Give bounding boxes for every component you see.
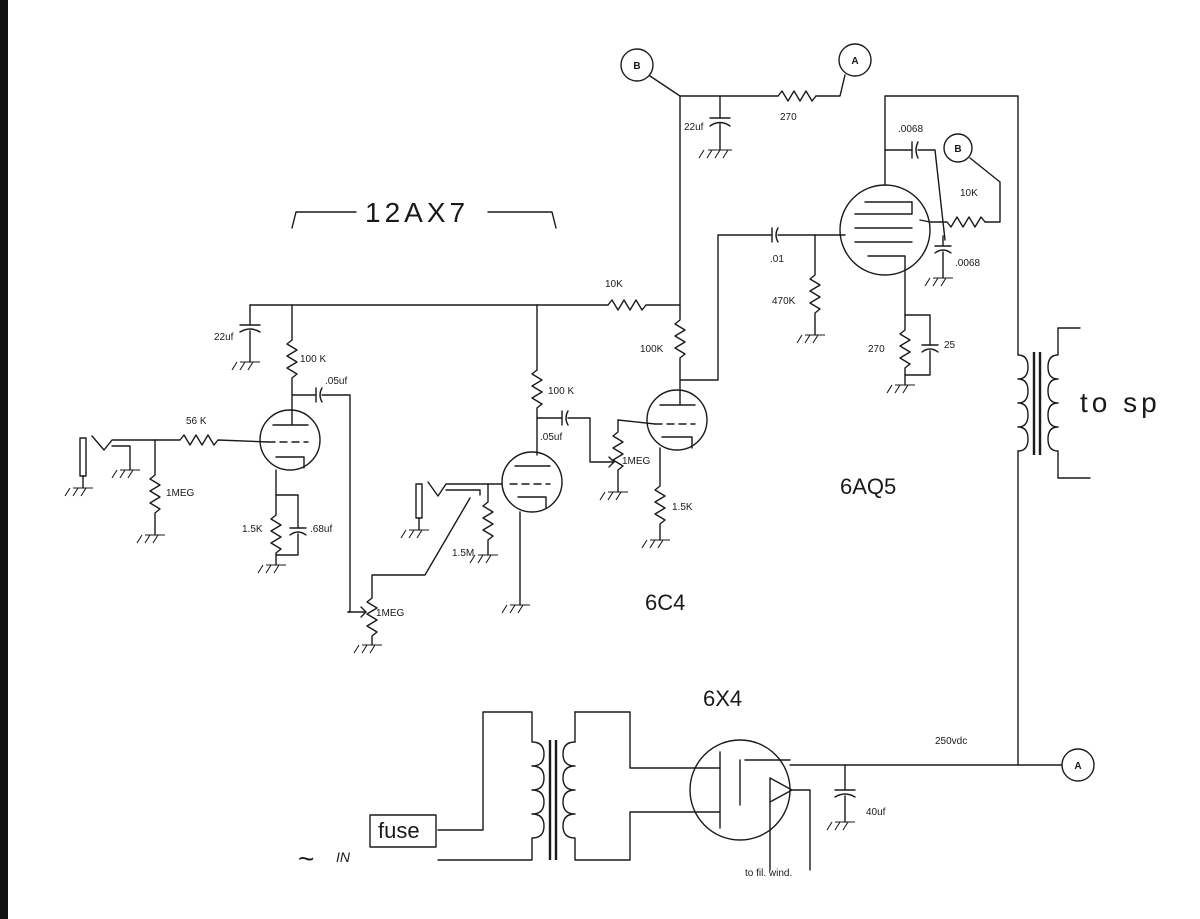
capacitor-0068-top [884,141,946,241]
resistor-1-5k-v1 [257,494,286,574]
capacitor-25 [904,314,939,376]
tube-6aq5 [839,184,931,276]
tube-6c4 [646,389,708,451]
resistor-1-5m [469,483,498,564]
wire-6c4-plate-out [679,234,773,381]
label-0068-top: .0068 [898,124,923,135]
label-100k-v2: 100 K [548,386,574,397]
node-a-bottom: A [1061,748,1095,782]
resistor-100k-6c4 [674,309,686,396]
label-470k: 470K [772,296,796,307]
label-05uf-v1: .05uf [325,376,347,387]
resistor-56k [154,434,269,446]
wire-b-supply [649,75,681,97]
label-10k-dropping: 10K [605,279,623,290]
label-1-5k-6c4: 1.5K [672,502,693,513]
label-68uf: .68uf [310,524,332,535]
resistor-100k-v1 [286,339,298,411]
svg-text:B: B [954,144,961,155]
node-b-right: B [943,133,973,163]
resistor-1-5k-6c4 [641,447,670,549]
resistor-10k-screen [919,216,986,228]
power-transformer [437,711,721,861]
tube-6x4 [689,739,811,871]
capacitor-22uf-left [231,304,261,371]
resistor-1meg-input [136,439,165,544]
ac-in-label: IN [336,849,351,865]
capacitor-22uf-top [698,95,732,159]
input-jack-2 [400,481,503,539]
capacitor-05uf-v1 [291,387,351,613]
scan-border [0,0,8,919]
output-transformer [1017,327,1091,479]
svg-text:A: A [1074,761,1081,772]
bracket-12ax7 [291,211,557,229]
tube-12ax7-v1 [259,409,321,471]
label-25: 25 [944,340,956,351]
label-100k-6c4: 100K [640,344,664,355]
capacitor-68uf [275,494,307,556]
label-100k-v1: 100 K [300,354,326,365]
input-jack-1 [64,435,156,497]
pot-1meg-volume [347,597,382,654]
label-0068-right: .0068 [955,258,980,269]
label-10k-screen: 10K [960,188,978,199]
label-40uf: 40uf [866,807,886,818]
label-tube-6c4: 6C4 [645,590,685,615]
svg-text:A: A [851,56,858,67]
tube-12ax7-v2 [501,451,563,513]
label-01: .01 [770,254,784,265]
label-to-speaker: to sp [1080,387,1161,418]
capacitor-0068-right [924,235,953,287]
resistor-10k-dropping [607,299,681,311]
pot-1meg-6c4 [599,419,656,501]
label-1meg-input: 1MEG [166,488,195,499]
label-1-5k-v1: 1.5K [242,524,263,535]
label-05uf-v2: .05uf [540,432,562,443]
capacitor-01 [771,227,846,243]
label-tube-12ax7: 12AX7 [365,197,469,228]
label-56k: 56 K [186,416,207,427]
label-b-plus: 250vdc [935,736,967,747]
ac-symbol: ~ [298,843,318,874]
capacitor-40uf [826,764,856,831]
svg-text:fuse: fuse [378,818,420,843]
wire-b-screen [969,157,1001,223]
label-filament: to fil. wind. [745,868,792,879]
label-tube-6x4: 6X4 [703,686,742,711]
node-a-top: A [838,43,872,77]
wire-to-a [815,74,846,97]
wire-vol-pot [371,497,471,599]
ground-v2 [501,604,530,614]
label-pot-1meg-vol: 1MEG [376,608,405,619]
label-pot-1meg-6c4: 1MEG [622,456,651,467]
label-270-supply: 270 [780,112,797,123]
svg-text:B: B [633,61,640,72]
fuse-box: fuse [369,814,437,848]
label-tube-6aq5: 6AQ5 [840,474,896,499]
resistor-100k-v2 [531,369,543,456]
node-b-top: B [620,48,654,82]
resistor-270-supply [777,90,817,102]
wire-6aq5-plate [884,95,1019,356]
label-1-5m: 1.5M [452,548,474,559]
label-270-cathode: 270 [868,344,885,355]
resistor-270-cathode [886,314,915,394]
ac-input: ~ IN [298,843,351,874]
label-22uf-left: 22uf [214,332,234,343]
label-22uf-top: 22uf [684,122,704,133]
capacitor-05uf-v2 [536,410,601,463]
resistor-470k [796,234,825,344]
